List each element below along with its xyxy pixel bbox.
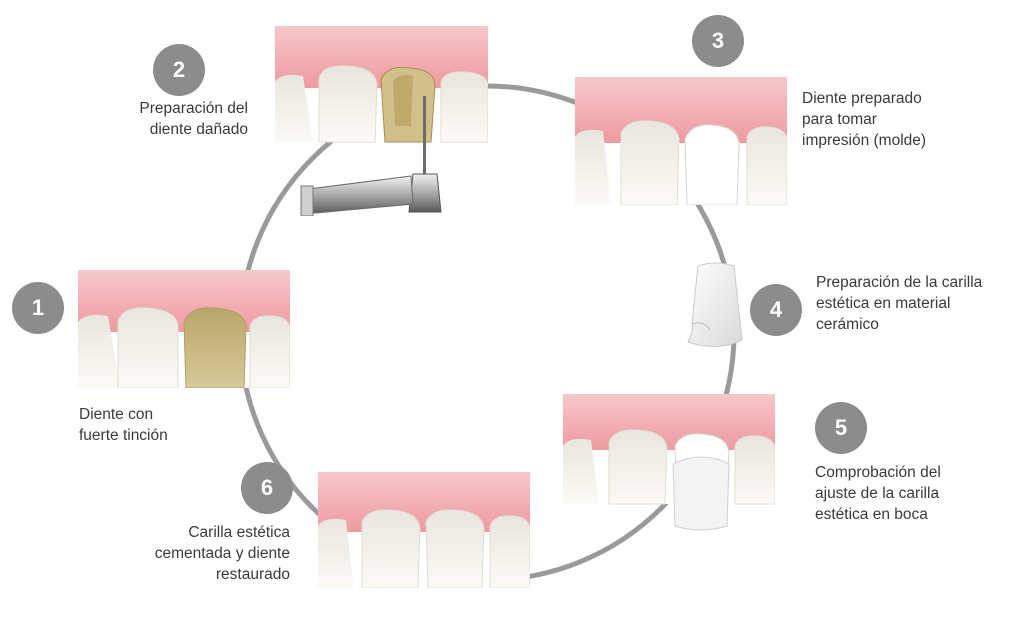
tooth (249, 315, 290, 388)
step-label-line: fuerte tinción (79, 427, 168, 444)
step-label-line: Preparación de la carilla (816, 274, 983, 291)
tooth (361, 509, 421, 588)
step-label-line: cementada y diente (154, 545, 290, 562)
tooth (575, 129, 611, 205)
step-label-line: para tomar (802, 111, 877, 128)
panel-tooth-preparation (275, 26, 488, 216)
step-badge-1: 1 (12, 282, 64, 334)
tooth (318, 65, 378, 143)
step-label-line: cerámico (816, 316, 879, 333)
step-badge-4: 4 (750, 284, 802, 336)
step-badge-2: 2 (153, 44, 205, 96)
step-label-line: impresión (molde) (802, 132, 927, 149)
panel-prepared-tooth (575, 77, 787, 205)
panel-stained-tooth (78, 270, 290, 388)
tooth (275, 74, 313, 142)
stained-tooth (183, 307, 247, 388)
tooth (620, 120, 680, 205)
step-label-5: Comprobación del ajuste de la carilla es… (815, 462, 941, 525)
tooth (117, 307, 179, 388)
panel-restored-tooth (318, 472, 530, 588)
tooth (318, 518, 354, 588)
step-label-4: Preparación de la carilla estética en ma… (816, 272, 982, 335)
step-label-line: restaurado (215, 566, 290, 583)
tooth (440, 71, 488, 143)
step-badge-6: 6 (241, 462, 293, 514)
step-label-line: Preparación del (139, 100, 248, 117)
panel-fit-check (563, 394, 775, 531)
tooth (489, 515, 530, 588)
step-label-6: Carilla estética cementada y diente rest… (120, 522, 290, 585)
tooth (78, 314, 120, 388)
step-label-line: Carilla estética (188, 524, 290, 541)
drill-handpiece (408, 173, 442, 213)
step-badge-5: 5 (815, 402, 867, 454)
tooth (608, 429, 668, 505)
step-label-1: Diente con fuerte tinción (79, 404, 168, 446)
ceramic-veneer (687, 262, 743, 347)
step-badge-3: 3 (692, 15, 744, 67)
tooth (734, 435, 775, 505)
prepared-tooth (684, 124, 740, 205)
step-label-line: diente dañado (149, 121, 248, 138)
step-label-line: Diente preparado (802, 90, 922, 107)
step-label-line: estética en material (816, 295, 951, 312)
step-label-3: Diente preparado para tomar impresión (m… (802, 88, 926, 151)
drill-bit (423, 96, 426, 180)
step-label-line: ajuste de la carilla (815, 485, 940, 502)
step-label-line: estética en boca (815, 506, 928, 523)
veneer-in-hand (672, 456, 730, 531)
tooth (563, 438, 599, 504)
step-label-line: Comprobación del (815, 464, 941, 481)
tooth (746, 126, 787, 205)
restored-tooth (425, 509, 485, 588)
step-label-2: Preparación del diente dañado (100, 98, 248, 140)
step-label-line: Diente con (79, 406, 154, 423)
